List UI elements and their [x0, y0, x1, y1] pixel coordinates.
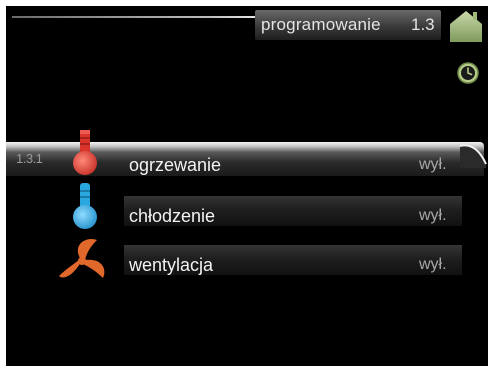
- menu-item-label: chłodzenie: [129, 206, 216, 226]
- page-title: programowanie: [261, 15, 381, 34]
- menu-item-label: wentylacja: [129, 255, 214, 275]
- menu-item-value: wył.: [419, 156, 447, 173]
- menu-item-label: ogrzewanie: [129, 155, 222, 175]
- selected-menu-code: 1.3.1: [16, 151, 43, 166]
- menu-code: 1.3: [411, 15, 435, 34]
- thermometer-cold-icon: [73, 183, 97, 229]
- menu-item-chlodzenie[interactable]: [124, 196, 462, 226]
- header-divider: [12, 16, 258, 18]
- home-icon[interactable]: [447, 8, 485, 44]
- header-title-box: [255, 10, 441, 40]
- menu-item-value: wył.: [419, 207, 447, 224]
- menu-item-wentylacja[interactable]: [124, 245, 462, 275]
- display-screen: programowanie 1.3 1.3.1: [6, 6, 488, 366]
- fan-icon: [59, 238, 105, 278]
- clock-icon[interactable]: [456, 61, 480, 85]
- page-curl-decoration: [459, 144, 487, 168]
- thermometer-hot-icon: [73, 130, 97, 175]
- menu-item-value: wył.: [419, 256, 447, 273]
